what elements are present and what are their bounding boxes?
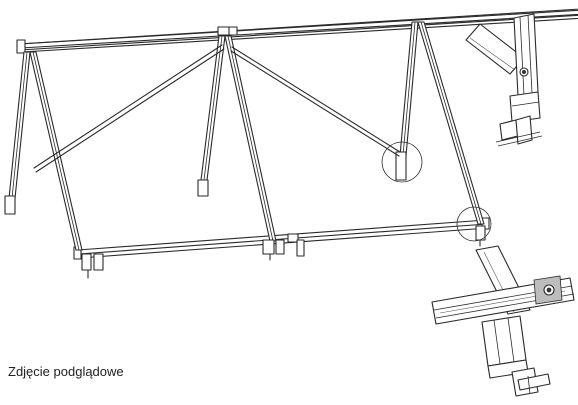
preview-caption: Zdjęcie podglądowe [8, 364, 124, 379]
detail-marker-rail [456, 206, 492, 242]
top-rail [16, 8, 578, 54]
right-leg-assembly [395, 21, 486, 247]
middle-leg-assembly [197, 35, 305, 261]
detail-marker-leg [381, 141, 423, 183]
left-leg-assembly [4, 51, 104, 279]
rail-end-clamp-detail [431, 245, 575, 397]
diagonal-braces [33, 44, 401, 173]
solar-mounting-frame [4, 8, 578, 279]
rail-to-leg-clamp-detail [465, 13, 543, 147]
